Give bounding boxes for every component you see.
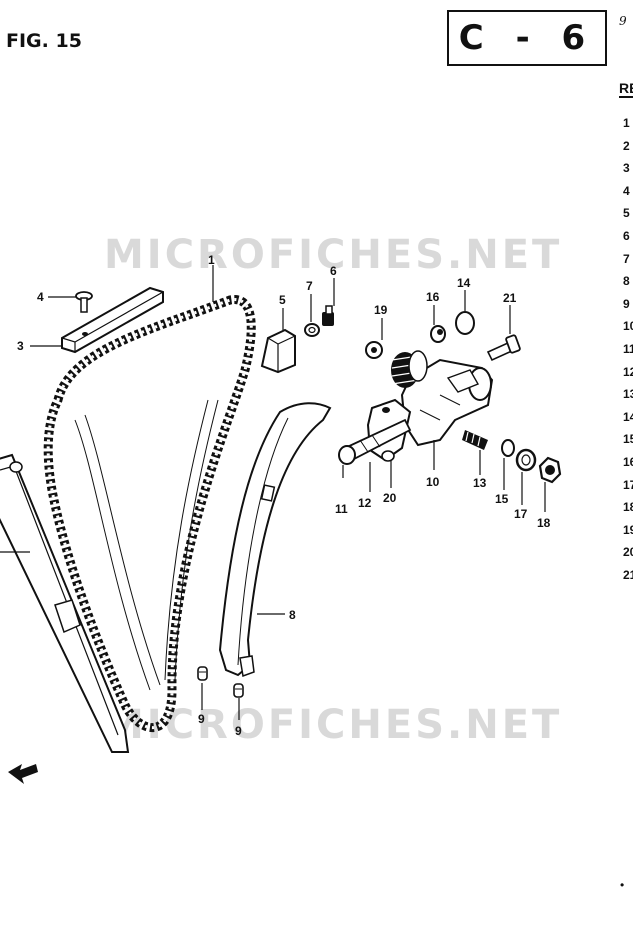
ref-number: 16 — [623, 454, 633, 469]
callout-14: 14 — [457, 276, 471, 290]
ref-number: 17 — [623, 477, 633, 492]
ref-number: 10 — [623, 319, 633, 334]
callout-10: 10 — [426, 475, 440, 489]
ref-number: 11 — [623, 341, 633, 356]
ref-number: 5 — [623, 206, 630, 221]
callout-11: 11 — [335, 502, 348, 516]
callout-19: 19 — [374, 303, 388, 317]
callout-9b: 9 — [235, 724, 242, 738]
ref-number: 20 — [623, 545, 633, 560]
ref-number: 9 — [623, 296, 630, 311]
section-code-box: C - 6 — [447, 10, 607, 66]
ref-number: 8 — [623, 274, 630, 289]
ref-number: 6 — [623, 228, 630, 243]
ref-number-column: 123456789101112131415161718192021 — [623, 112, 633, 586]
bullet-mark: • — [620, 878, 625, 892]
figure-title: FIG. 15 — [6, 30, 82, 52]
watermark-top: MICROFICHES.NET — [104, 232, 563, 278]
ref-number: 7 — [623, 251, 630, 266]
section-code: C - 6 — [458, 18, 596, 58]
ref-number: 12 — [623, 364, 633, 379]
ref-number: 15 — [623, 432, 633, 447]
callout-18: 18 — [537, 516, 551, 530]
callout-3: 3 — [17, 339, 24, 353]
callout-9a: 9 — [198, 712, 205, 726]
callout-20: 20 — [383, 491, 397, 505]
callout-7: 7 — [306, 279, 313, 293]
ref-number: 2 — [623, 138, 630, 153]
ref-number: 14 — [623, 409, 633, 424]
rubber-damper — [260, 328, 296, 374]
nut-19 — [365, 341, 383, 359]
callout-13: 13 — [473, 476, 487, 490]
bolt-4 — [75, 291, 93, 313]
washer-15 — [501, 439, 515, 457]
spring-13 — [462, 430, 488, 450]
o-ring-14 — [455, 311, 475, 335]
callout-21: 21 — [503, 291, 517, 305]
ref-number: 4 — [623, 183, 630, 198]
callout-16: 16 — [426, 290, 440, 304]
washer-7 — [304, 323, 320, 337]
chain-guide-rear — [0, 453, 130, 753]
callout-15: 15 — [495, 492, 509, 506]
nut-20 — [381, 450, 395, 462]
cap-nut-18 — [538, 456, 562, 484]
ref-number: 13 — [623, 387, 633, 402]
callout-1: 1 — [208, 253, 215, 267]
leader-lines — [30, 265, 546, 720]
ref-column-heading: RE — [619, 80, 633, 98]
chain-tensioner — [338, 350, 494, 465]
chain-guide-top — [61, 286, 164, 354]
ref-number: 18 — [623, 500, 633, 515]
bolt-6 — [322, 305, 334, 326]
chain-guide-front — [218, 402, 332, 678]
washer-17 — [515, 448, 537, 472]
watermark-bottom: MICROFICHES.NET — [104, 702, 563, 748]
callout-6: 6 — [330, 264, 337, 278]
ref-number: 21 — [623, 567, 633, 582]
ref-number: 3 — [623, 161, 630, 176]
bolt-21 — [486, 334, 521, 362]
callout-12: 12 — [358, 496, 372, 510]
corner-mark: 9 — [619, 14, 627, 28]
collar-16 — [430, 325, 446, 343]
dowel-pin-9b — [233, 683, 244, 698]
ref-number: 19 — [623, 522, 633, 537]
front-direction-arrow-icon — [8, 764, 38, 784]
callout-8: 8 — [289, 608, 296, 622]
ref-number: 1 — [623, 116, 630, 130]
callout-17: 17 — [514, 507, 528, 521]
callout-5: 5 — [279, 293, 286, 307]
dowel-pin-9a — [197, 666, 208, 681]
callout-4: 4 — [37, 290, 44, 304]
cam-chain — [43, 295, 256, 733]
